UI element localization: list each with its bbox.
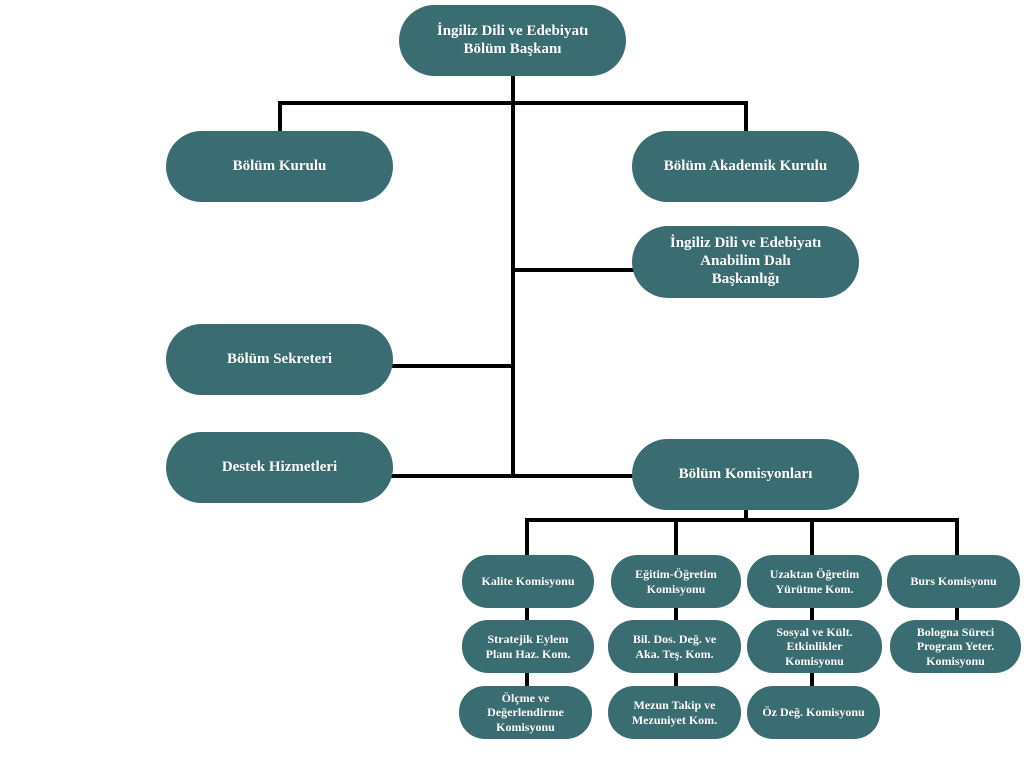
node-uzaktan-ogretim-kom: Uzaktan Öğretim Yürütme Kom.: [747, 555, 882, 608]
node-bolum-kurulu: Bölüm Kurulu: [166, 131, 393, 202]
node-bologna-sureci: Bologna Süreci Program Yeter. Komisyonu: [890, 620, 1021, 673]
node-kalite-komisyonu: Kalite Komisyonu: [462, 555, 594, 608]
node-bolum-komisyonlari: Bölüm Komisyonları: [632, 439, 859, 510]
node-oz-deg-komisyonu: Öz Değ. Komisyonu: [747, 686, 880, 739]
node-mezun-takip: Mezun Takip ve Mezuniyet Kom.: [608, 686, 741, 739]
node-olcme-degerlendirme: Ölçme ve Değerlendirme Komisyonu: [459, 686, 592, 739]
node-stratejik-eylem: Stratejik Eylem Planı Haz. Kom.: [462, 620, 594, 673]
node-anabilim-dali-baskanligi: İngiliz Dili ve Edebiyatı Anabilim Dalı …: [632, 226, 859, 298]
node-bolum-sekreteri: Bölüm Sekreteri: [166, 324, 393, 395]
node-egitim-ogretim-komisyonu: Eğitim-Öğretim Komisyonu: [611, 555, 741, 608]
node-sosyal-kult-etkinlikler: Sosyal ve Kült. Etkinlikler Komisyonu: [747, 620, 882, 673]
node-bolum-baskani: İngiliz Dili ve Edebiyatı Bölüm Başkanı: [399, 5, 626, 76]
node-bil-dos-deg: Bil. Dos. Değ. ve Aka. Teş. Kom.: [608, 620, 741, 673]
node-destek-hizmetleri: Destek Hizmetleri: [166, 432, 393, 503]
node-bolum-akademik-kurulu: Bölüm Akademik Kurulu: [632, 131, 859, 202]
node-burs-komisyonu: Burs Komisyonu: [887, 555, 1020, 608]
